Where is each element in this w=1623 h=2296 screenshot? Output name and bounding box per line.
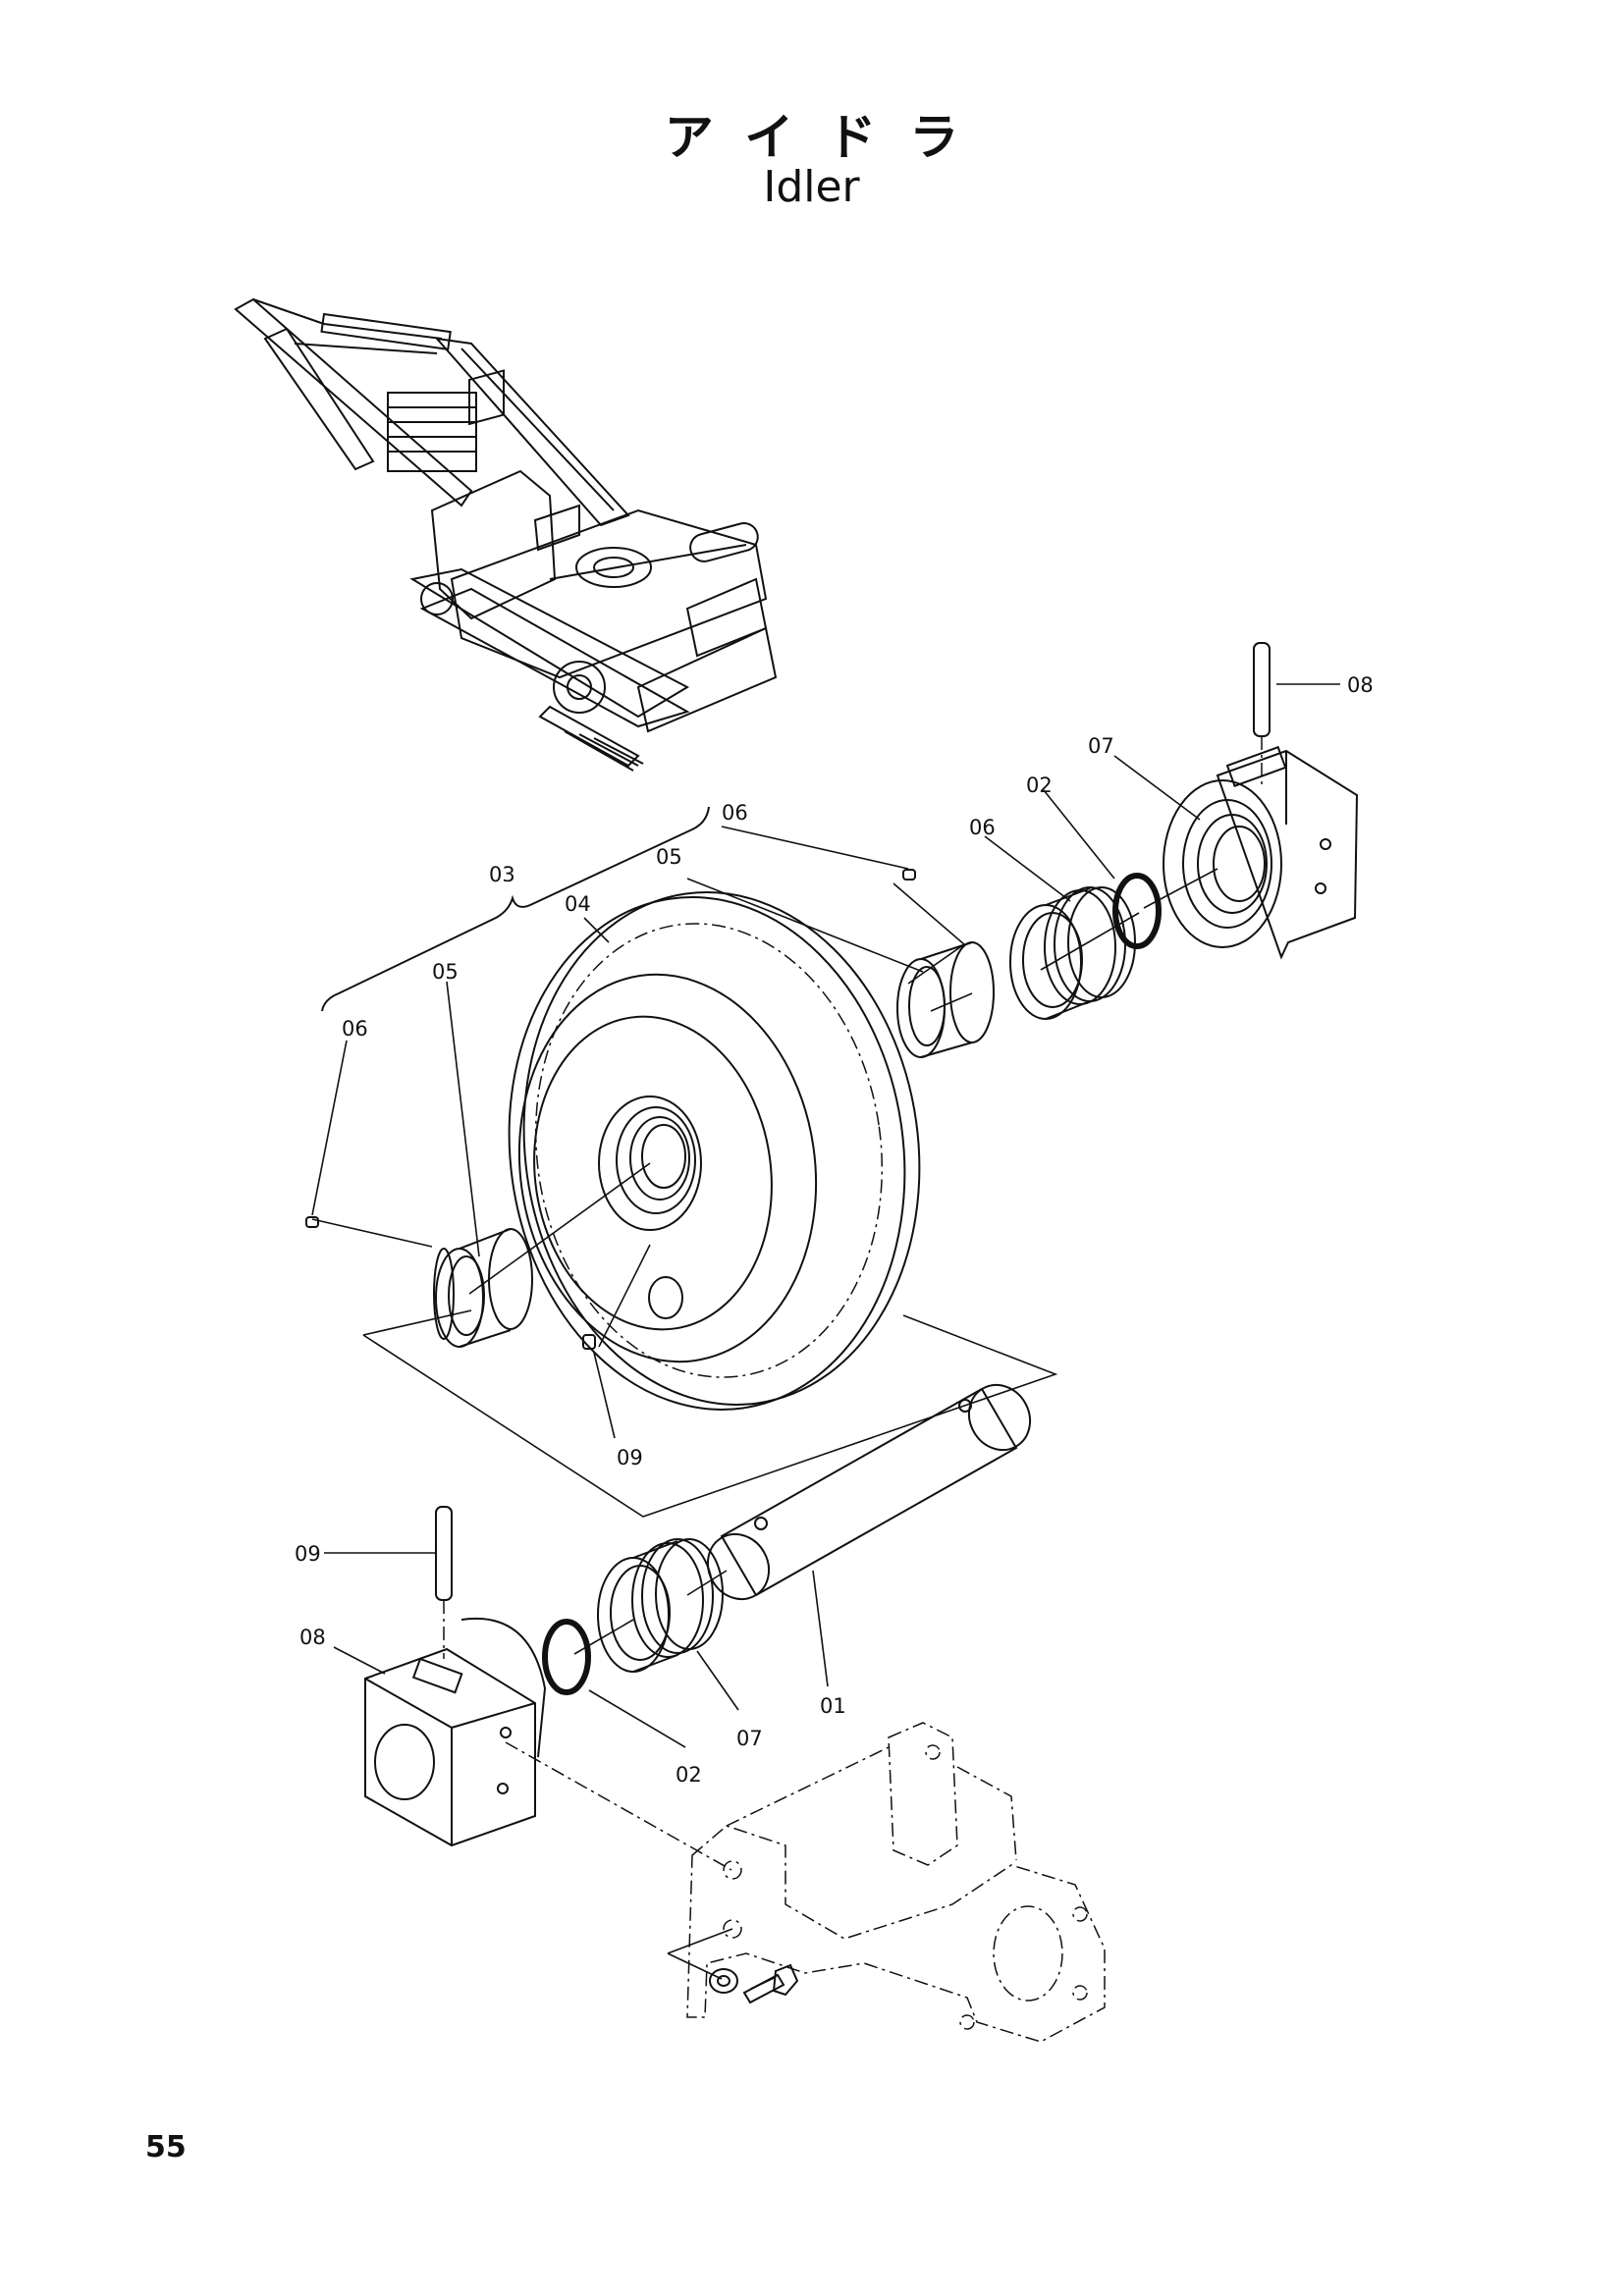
page-title-japanese: アイドラ xyxy=(664,109,993,166)
callout-02-upper: 02 xyxy=(1026,774,1053,797)
callout-06-top: 06 xyxy=(722,801,748,825)
plug-09 xyxy=(582,1334,596,1350)
callout-09-upper: 09 xyxy=(617,1446,643,1469)
callout-02-lower: 02 xyxy=(676,1763,702,1787)
assembly-outline xyxy=(311,806,1058,1518)
pin-upper xyxy=(1253,642,1271,785)
pin-lower xyxy=(435,1506,453,1659)
plug-06-right xyxy=(902,869,916,881)
idler-shaft xyxy=(706,1383,1032,1601)
o-ring-upper xyxy=(1112,873,1162,949)
plug-06-left xyxy=(305,1216,319,1228)
o-ring-lower xyxy=(542,1619,591,1695)
callout-04: 04 xyxy=(565,892,591,916)
bushing-left xyxy=(433,1228,533,1348)
callout-05-right: 05 xyxy=(656,845,682,869)
support-bracket-lower xyxy=(364,1617,547,1847)
page-title-english: Idler xyxy=(763,162,860,212)
idler-wheel xyxy=(508,891,921,1411)
callout-08-upper: 08 xyxy=(1347,673,1374,697)
floating-seal-lower xyxy=(597,1538,724,1673)
callout-01: 01 xyxy=(820,1694,846,1718)
center-lines xyxy=(468,868,1218,1980)
callout-07-upper: 07 xyxy=(1088,734,1114,758)
leader-lines xyxy=(311,683,1340,1748)
callout-09-lower: 09 xyxy=(295,1542,321,1566)
callout-06-left: 06 xyxy=(342,1017,368,1041)
bushing-right xyxy=(896,941,995,1058)
part-callouts: 08 07 02 06 06 05 03 04 05 06 09 09 08 0… xyxy=(295,673,1374,1787)
callout-03: 03 xyxy=(489,863,515,886)
page-number: 55 xyxy=(145,2130,187,2164)
callout-06-right: 06 xyxy=(969,816,996,839)
excavator-locator-illustration xyxy=(234,297,778,772)
washer-and-bolt xyxy=(709,1963,799,2004)
callout-07-lower: 07 xyxy=(736,1727,763,1750)
support-bracket-upper xyxy=(1163,745,1359,960)
track-frame xyxy=(686,1722,1106,2043)
callout-08-lower: 08 xyxy=(299,1626,326,1649)
callout-05-left: 05 xyxy=(432,960,459,984)
